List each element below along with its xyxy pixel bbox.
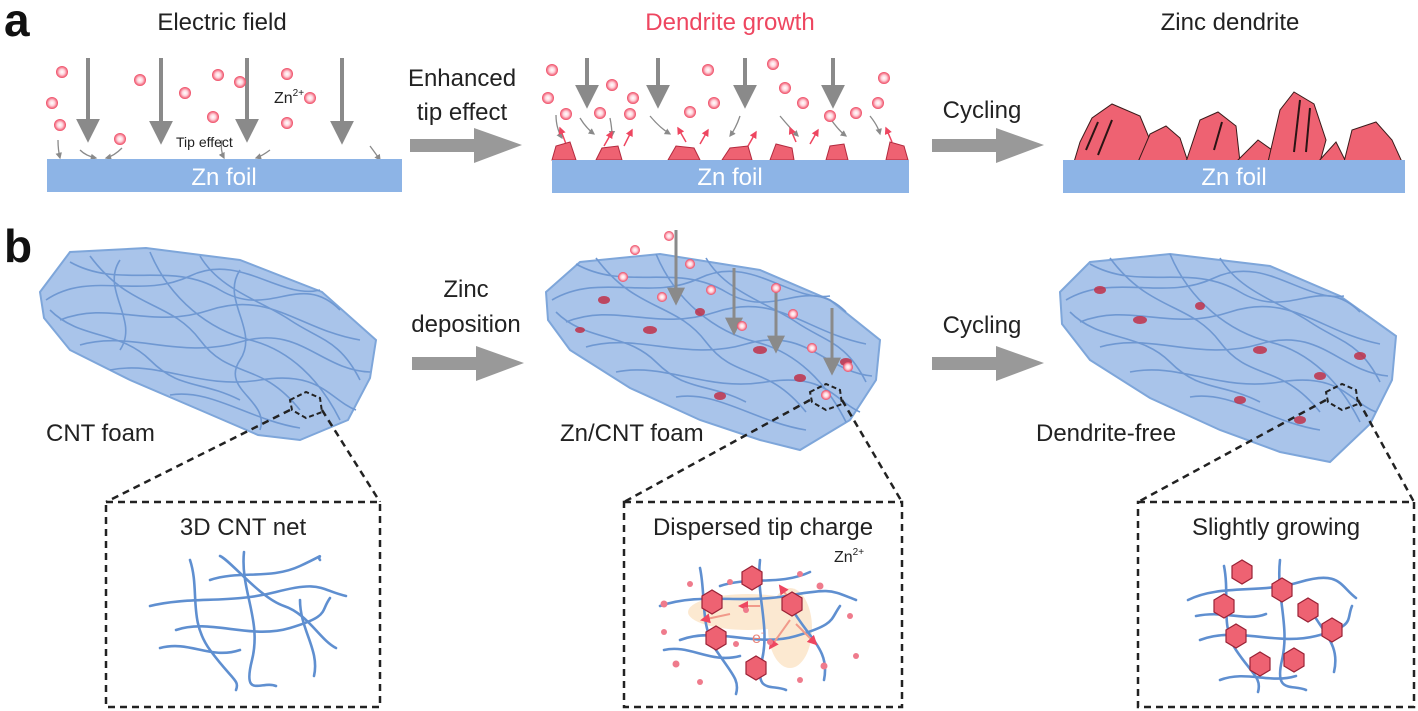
large-dendrites [1073,91,1403,163]
ion-paths-2 [555,114,882,140]
arrow-enhanced-tip: Enhanced tip effect [408,65,522,163]
foam-zn-cnt: Zn/CNT foam [544,230,882,452]
field-arrows [76,58,354,145]
panel-b-letter: b [4,220,32,272]
zn-deposits-3 [1094,286,1366,424]
deposition-label-line1: Zinc [443,276,488,303]
inset-title-growing: Slightly growing [1192,514,1360,541]
zoom-connectors [105,398,1416,504]
cycling-label-a: Cycling [943,97,1022,124]
zoom-region [1324,382,1360,412]
zn-foil-1 [47,159,402,192]
foam-fibers [45,251,371,431]
title-electric-field: Electric field [157,9,286,36]
ion-label: Zn2+ [274,88,304,107]
stage-electric-field: Zn2+ Tip effect Zn foil [46,58,402,192]
zn-nuclei [701,565,803,681]
zn-deposits [575,296,852,400]
dendrite-shadows [1085,99,1311,156]
zn-foil-2 [552,160,909,193]
enhanced-label-line1: Enhanced [408,65,516,92]
tip-effect-label: Tip effect [176,134,233,150]
field-arrows-2 [575,58,845,109]
inset-title-dispersed: Dispersed tip charge [653,514,873,541]
zn-cnt-foam-label: Zn/CNT foam [560,420,704,447]
right-arrow-icon [476,346,524,381]
ion-paths [55,139,381,162]
panel-a-letter: a [4,0,30,46]
field-arrows-b [667,230,841,376]
foam-cnt: CNT foam [38,246,378,447]
zoom-region [288,390,324,420]
arrow-cycling-a: Cycling [932,97,1044,163]
panel-b: b CNT foam Zinc dep [4,220,1416,709]
zn-foil-3-label: Zn foil [1201,164,1266,191]
right-arrow-icon [996,346,1044,381]
zn-nuclei [1213,559,1343,677]
inset-ion-label: Zn2+ [834,547,864,566]
cycling-label-b: Cycling [943,312,1022,339]
inset-frame [1136,500,1416,709]
stage-zinc-dendrite: Zn foil [1063,91,1405,193]
title-dendrite-growth: Dendrite growth [645,9,814,36]
deposition-label-line2: deposition [411,311,520,338]
dispersed-ions [660,571,859,685]
right-arrow-icon [996,128,1044,163]
tip-field-arrows [558,126,893,147]
panel-a: a Electric field Dendrite growth Zinc de… [4,0,1405,193]
cnt-foam-label: CNT foam [46,420,155,447]
zoom-region [808,382,844,412]
cnt-net-fibers [148,550,348,692]
arrow-zinc-deposition: Zinc deposition [411,276,524,381]
stage-dendrite-growth: Zn foil [542,58,909,193]
title-zinc-dendrite: Zinc dendrite [1161,9,1300,36]
inset-slightly-growing: Slightly growing [1136,500,1416,709]
dendrite-free-label: Dendrite-free [1036,420,1176,447]
zn-foil-3 [1063,160,1405,193]
inset-3d-cnt-net: 3D CNT net [104,500,382,709]
zn-ions [46,66,316,145]
zn-foil-2-label: Zn foil [697,164,762,191]
inset-title-net: 3D CNT net [180,514,307,541]
electron-label: e- [752,628,764,647]
foam-dendrite-free: Dendrite-free [1036,252,1398,464]
right-arrow-icon [474,128,522,163]
inset-dispersed-tip-charge: Dispersed tip charge Zn2+ [622,500,904,709]
zn-ions-2 [542,58,890,122]
electron-flow [700,584,818,650]
arrow-cycling-b: Cycling [932,312,1044,381]
zn-foil-1-label: Zn foil [191,164,256,191]
enhanced-label-line2: tip effect [417,99,508,126]
zn-ions-b [618,231,853,400]
